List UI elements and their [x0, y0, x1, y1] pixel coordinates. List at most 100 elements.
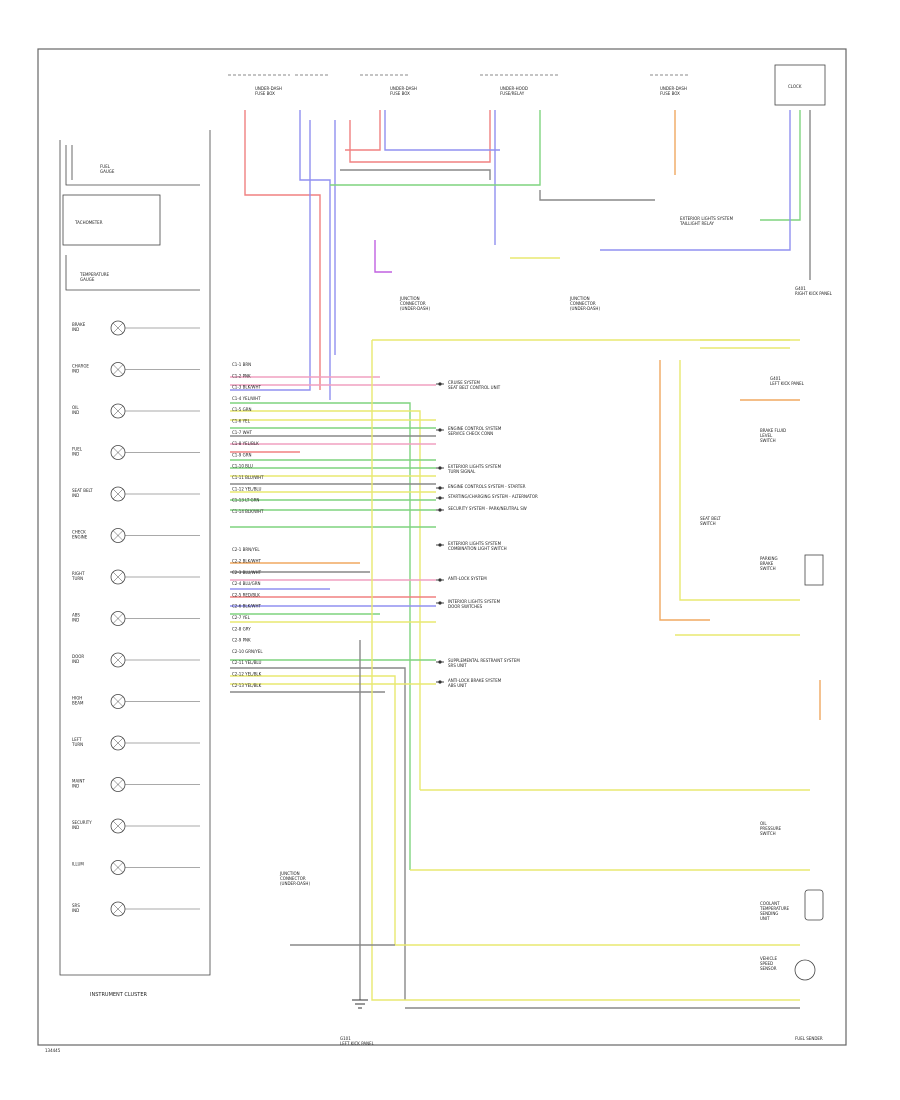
- pin-label: C1-1 BRN: [232, 362, 251, 367]
- pin-label: C2-5 RED/BLK: [232, 592, 260, 597]
- dest-dot: [438, 428, 442, 432]
- dest-label: SECURITY SYSTEM - PARK/NEUTRAL SW: [448, 506, 527, 511]
- lamp-cross: [112, 571, 124, 583]
- wire-harness: [230, 402, 411, 870]
- clock-box: [774, 64, 826, 106]
- dest-dot: [438, 486, 442, 490]
- pin-label: C2-4 BLU/GRN: [232, 581, 261, 586]
- lamp-cross: [112, 322, 124, 334]
- wire-gray-1: [340, 169, 491, 180]
- dest-dot: [438, 508, 442, 512]
- lamp-cross: [112, 654, 124, 666]
- dest-label: STARTING/CHARGING SYSTEM - ALTERNATOR: [448, 494, 538, 499]
- footer-code: 134445: [45, 1048, 61, 1053]
- pin-label: C1-9 GRN: [232, 452, 251, 457]
- wire-yellow-long: [371, 340, 800, 1001]
- lamp-cross: [112, 613, 124, 624]
- clock-label: CLOCK: [788, 84, 802, 89]
- wire-gray-2: [539, 190, 655, 201]
- dest-dot: [438, 578, 442, 582]
- wire-yellow-right: [679, 360, 800, 601]
- pin-label: C2-10 GRN/YEL: [232, 649, 263, 654]
- lamp-cross: [112, 488, 124, 500]
- pin-label: C1-14 BLK/WHT: [232, 509, 264, 514]
- pin-label: C1-8 YEL/BLK: [232, 441, 259, 446]
- pin-label: C2-7 YEL: [232, 615, 251, 620]
- pin-label: C1-13 LT GRN: [232, 498, 259, 503]
- wire-harness: [230, 410, 421, 790]
- pin-label: C1-6 YEL: [232, 419, 251, 424]
- pin-label: C2-3 BLU/WHT: [232, 570, 262, 575]
- dest-dot: [438, 466, 442, 470]
- wire-group: [230, 110, 821, 1009]
- wire-blue-clock: [600, 110, 791, 251]
- lamp-cross: [112, 903, 124, 915]
- pin-label: C1-12 YEL/BLU: [232, 486, 261, 491]
- dest-dot: [438, 496, 442, 500]
- dest-dot: [438, 382, 442, 386]
- dest-dot: [438, 680, 442, 684]
- pin-label: C2-11 YEL/BLU: [232, 660, 261, 665]
- pin-label: C1-11 BLU/WHT: [232, 475, 264, 480]
- cluster-title: INSTRUMENT CLUSTER: [90, 992, 148, 998]
- wire-red-mid: [349, 110, 491, 163]
- dest-label: ANTI-LOCK SYSTEM: [448, 576, 487, 581]
- pin-label: C1-5 GRN: [232, 407, 251, 412]
- dest-dot: [438, 601, 442, 605]
- pin-label: C2-1 BRN/YEL: [232, 547, 260, 552]
- diagram-frame: [37, 48, 847, 1046]
- wire-green-clock: [760, 110, 801, 221]
- pin-label: C1-7 WHT: [232, 430, 253, 435]
- lamp-cross: [112, 530, 124, 541]
- coolant-sensor-box: [804, 889, 824, 921]
- gauge-label: TACHOMETER: [74, 220, 103, 225]
- pin-label: C1-4 YEL/WHT: [232, 396, 261, 401]
- pin-label: C2-9 PNK: [232, 638, 251, 643]
- wire-purple: [374, 240, 392, 273]
- fuel-sender-circle: [794, 959, 816, 981]
- wire-red-top: [244, 110, 321, 390]
- lamp-cross: [112, 820, 124, 832]
- fuel-sender-label: FUEL SENDER: [795, 1036, 823, 1041]
- wire-blue-2: [230, 120, 311, 391]
